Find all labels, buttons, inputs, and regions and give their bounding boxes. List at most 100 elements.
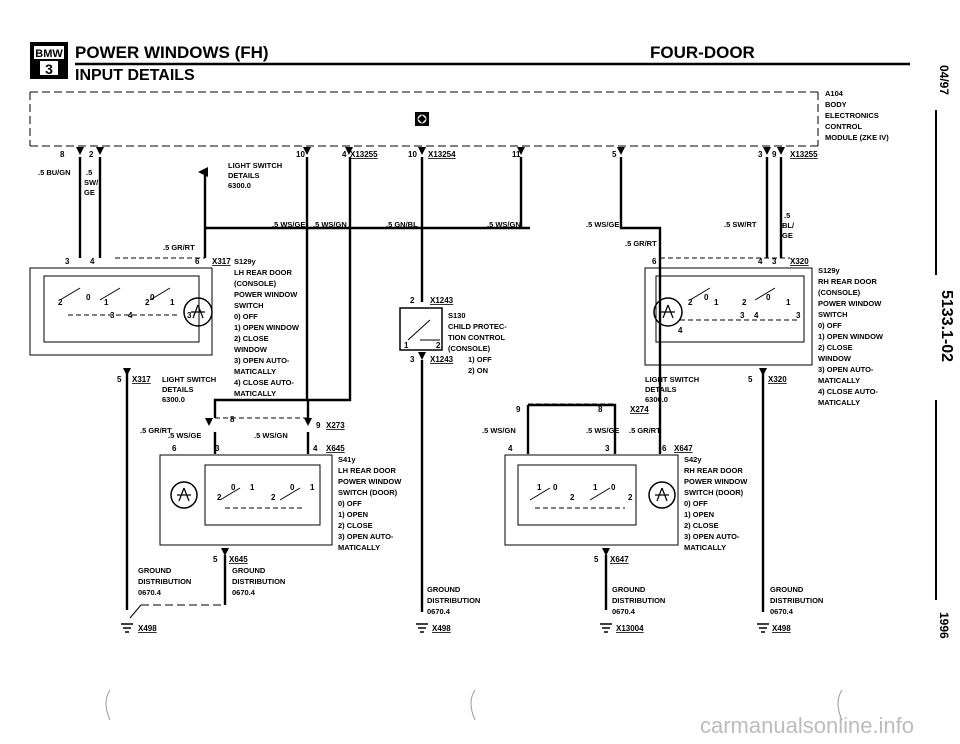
- s129y-right-switch: 2 0 1 3 4 2 0 1 3 4 6 4 3 X320 5 X320 S1…: [644, 257, 884, 407]
- svg-text:DISTRIBUTION: DISTRIBUTION: [427, 596, 480, 605]
- svg-text:S42y: S42y: [684, 455, 702, 464]
- svg-text:POWER WINDOW: POWER WINDOW: [338, 477, 402, 486]
- ground-5: GROUND DISTRIBUTION 0670.4 X498: [757, 585, 823, 633]
- svg-text:0) OFF: 0) OFF: [684, 499, 708, 508]
- s42y-switch: 1 0 2 1 0 2 9 8 X274 4 3 6 X647 5 X647 S…: [504, 405, 748, 564]
- svg-text:(CONSOLE): (CONSOLE): [818, 288, 861, 297]
- svg-text:X645: X645: [229, 555, 248, 564]
- svg-text:X1243: X1243: [430, 296, 454, 305]
- svg-text:DISTRIBUTION: DISTRIBUTION: [612, 596, 665, 605]
- svg-text:X498: X498: [138, 624, 157, 633]
- svg-text:S130: S130: [448, 311, 466, 320]
- connector-label: X13255: [350, 150, 378, 159]
- side-year: 1996: [937, 612, 951, 639]
- wire-label-bl-ge: BL/: [782, 221, 795, 230]
- connector-label: X13255: [790, 150, 818, 159]
- svg-text:2) CLOSE: 2) CLOSE: [684, 521, 719, 530]
- svg-text:4) CLOSE AUTO-: 4) CLOSE AUTO-: [818, 387, 879, 396]
- module-pin: 4: [342, 150, 347, 159]
- svg-text:TION CONTROL: TION CONTROL: [448, 333, 505, 342]
- wire-label-ws-ge: .5 WS/GE: [586, 426, 619, 435]
- svg-text:0: 0: [86, 293, 91, 302]
- svg-text:5: 5: [117, 375, 122, 384]
- wire-label-gr-rt: .5 GR/RT: [163, 243, 195, 252]
- svg-text:3: 3: [110, 311, 115, 320]
- svg-text:2: 2: [570, 493, 575, 502]
- svg-text:DETAILS: DETAILS: [228, 171, 260, 180]
- svg-text:1) OPEN: 1) OPEN: [338, 510, 368, 519]
- svg-text:DISTRIBUTION: DISTRIBUTION: [138, 577, 191, 586]
- wire-label-gr-rt: .5 GR/RT: [140, 426, 172, 435]
- wire-label-sw-ge: .5: [86, 168, 92, 177]
- bmw-badge-top: BMW: [35, 48, 63, 60]
- ground-1: GROUND DISTRIBUTION 0670.4 X498: [121, 566, 191, 633]
- svg-text:0) OFF: 0) OFF: [818, 321, 842, 330]
- wire-label-ws-gn: .5 WS/GN: [254, 431, 288, 440]
- svg-text:MATICALLY: MATICALLY: [234, 367, 276, 376]
- svg-text:0: 0: [766, 293, 771, 302]
- svg-text:5: 5: [748, 375, 753, 384]
- page-subtitle: INPUT DETAILS: [75, 67, 195, 84]
- svg-text:3: 3: [65, 257, 70, 266]
- svg-text:2: 2: [410, 296, 415, 305]
- module-pin: 10: [408, 150, 417, 159]
- svg-text:X647: X647: [674, 444, 693, 453]
- svg-text:8: 8: [230, 415, 235, 424]
- svg-text:LH REAR DOOR: LH REAR DOOR: [234, 268, 293, 277]
- s130-child-protection: 1 2 2 X1243 3 X1243 S130 CHILD PROTEC- T…: [399, 296, 507, 375]
- light-switch-details-top: LIGHT SWITCH DETAILS 6300.0: [228, 161, 282, 190]
- wire-label-bl-ge: .5: [784, 211, 790, 220]
- svg-text:9: 9: [316, 421, 321, 430]
- svg-text:6: 6: [652, 257, 657, 266]
- svg-text:3: 3: [605, 444, 610, 453]
- svg-text:X647: X647: [610, 555, 629, 564]
- svg-text:X498: X498: [772, 624, 791, 633]
- svg-text:1: 1: [250, 483, 255, 492]
- svg-text:RH REAR DOOR: RH REAR DOOR: [818, 277, 877, 286]
- side-date: 04/97: [937, 65, 951, 95]
- svg-text:X317: X317: [132, 375, 151, 384]
- wire-label-ws-ge: .5 WS/GE: [168, 431, 201, 440]
- svg-text:0: 0: [231, 483, 236, 492]
- svg-text:2: 2: [271, 493, 276, 502]
- side-code: 5133.1-02: [938, 290, 955, 362]
- svg-text:2) ON: 2) ON: [468, 366, 488, 375]
- svg-text:5: 5: [213, 555, 218, 564]
- svg-text:1) OPEN: 1) OPEN: [684, 510, 714, 519]
- wire-label-bl-ge: GE: [782, 231, 793, 240]
- svg-text:4) CLOSE AUTO-: 4) CLOSE AUTO-: [234, 378, 295, 387]
- svg-text:0670.4: 0670.4: [770, 607, 794, 616]
- svg-text:1: 1: [786, 298, 791, 307]
- svg-text:2) CLOSE: 2) CLOSE: [234, 334, 269, 343]
- module-connector-arrows: [76, 147, 785, 155]
- svg-text:MATICALLY: MATICALLY: [338, 543, 380, 552]
- svg-text:3: 3: [187, 311, 192, 320]
- svg-text:1) OPEN WINDOW: 1) OPEN WINDOW: [234, 323, 300, 332]
- svg-text:4: 4: [754, 311, 759, 320]
- wire-labels: .5 BU/GN .5 SW/ GE .5 WS/GE .5 WS/GN .5 …: [38, 168, 795, 440]
- module-pin: 2: [89, 150, 94, 159]
- svg-text:4: 4: [678, 326, 683, 335]
- svg-text:DISTRIBUTION: DISTRIBUTION: [232, 577, 285, 586]
- svg-text:9: 9: [516, 405, 521, 414]
- module-pin: 10: [296, 150, 305, 159]
- svg-text:3: 3: [410, 355, 415, 364]
- connector-label: X13254: [428, 150, 456, 159]
- wire-label-ws-ge: .5 WS/GE: [586, 220, 619, 229]
- svg-text:X1243: X1243: [430, 355, 454, 364]
- svg-text:6300.0: 6300.0: [645, 395, 668, 404]
- svg-text:(CONSOLE): (CONSOLE): [448, 344, 491, 353]
- wire-label-sw-ge: GE: [84, 188, 95, 197]
- svg-text:8: 8: [598, 405, 603, 414]
- ground-points: GROUND DISTRIBUTION 0670.4 X498 GROUND D…: [121, 566, 823, 633]
- svg-text:MATICALLY: MATICALLY: [234, 389, 276, 398]
- svg-text:DISTRIBUTION: DISTRIBUTION: [770, 596, 823, 605]
- svg-text:1: 1: [714, 298, 719, 307]
- svg-text:1: 1: [170, 298, 175, 307]
- wire-label-gn-bl: .5 GN/BL: [386, 220, 418, 229]
- svg-text:GROUND: GROUND: [232, 566, 266, 575]
- module-id: A104: [825, 89, 844, 98]
- svg-text:S41y: S41y: [338, 455, 356, 464]
- svg-text:WINDOW: WINDOW: [818, 354, 852, 363]
